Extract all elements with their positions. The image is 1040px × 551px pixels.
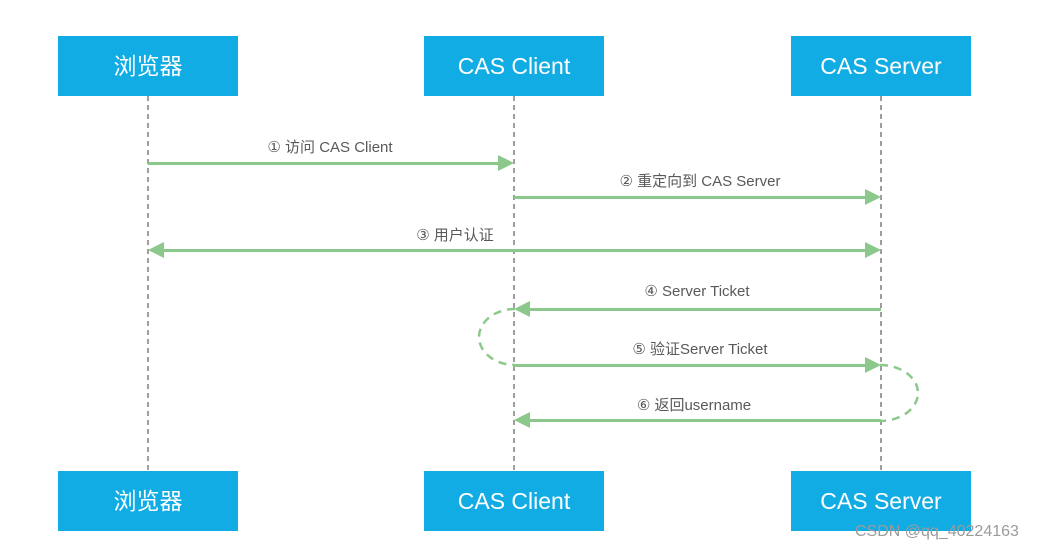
- message-4-line: [526, 308, 881, 311]
- message-2-arrowhead: [865, 189, 881, 205]
- actor-cas-client-top: CAS Client: [424, 36, 604, 96]
- actor-browser-top: 浏览器: [58, 36, 238, 96]
- message-5-line: [514, 364, 869, 367]
- message-3-line: [160, 249, 869, 252]
- message-6-label: ⑥ 返回username: [636, 397, 752, 414]
- lifeline-cas-server: [880, 96, 882, 471]
- message-3-arrowhead-left: [148, 242, 164, 258]
- message-3-arrowhead-right: [865, 242, 881, 258]
- message-1-arrowhead: [498, 155, 514, 171]
- message-3-label: ③ 用户认证: [416, 227, 494, 244]
- lifeline-cas-client: [513, 96, 515, 471]
- message-4-arrowhead: [514, 301, 530, 317]
- message-5-label: ⑤ 验证Server Ticket: [632, 341, 768, 358]
- lifeline-browser: [147, 96, 149, 471]
- message-6-arrowhead: [514, 412, 530, 428]
- actor-browser-bottom: 浏览器: [58, 471, 238, 531]
- message-2-label: ② 重定向到 CAS Server: [619, 173, 781, 190]
- actor-cas-client-bottom: CAS Client: [424, 471, 604, 531]
- actor-cas-server-top: CAS Server: [791, 36, 971, 96]
- message-1-label: ① 访问 CAS Client: [267, 139, 393, 156]
- message-4-label: ④ Server Ticket: [644, 283, 750, 300]
- message-6-line: [526, 419, 881, 422]
- watermark: CSDN @qq_40224163: [855, 523, 1019, 540]
- actor-cas-server-bottom: CAS Server: [791, 471, 971, 531]
- message-5-arrowhead: [865, 357, 881, 373]
- message-1-line: [148, 162, 502, 165]
- message-2-line: [514, 196, 869, 199]
